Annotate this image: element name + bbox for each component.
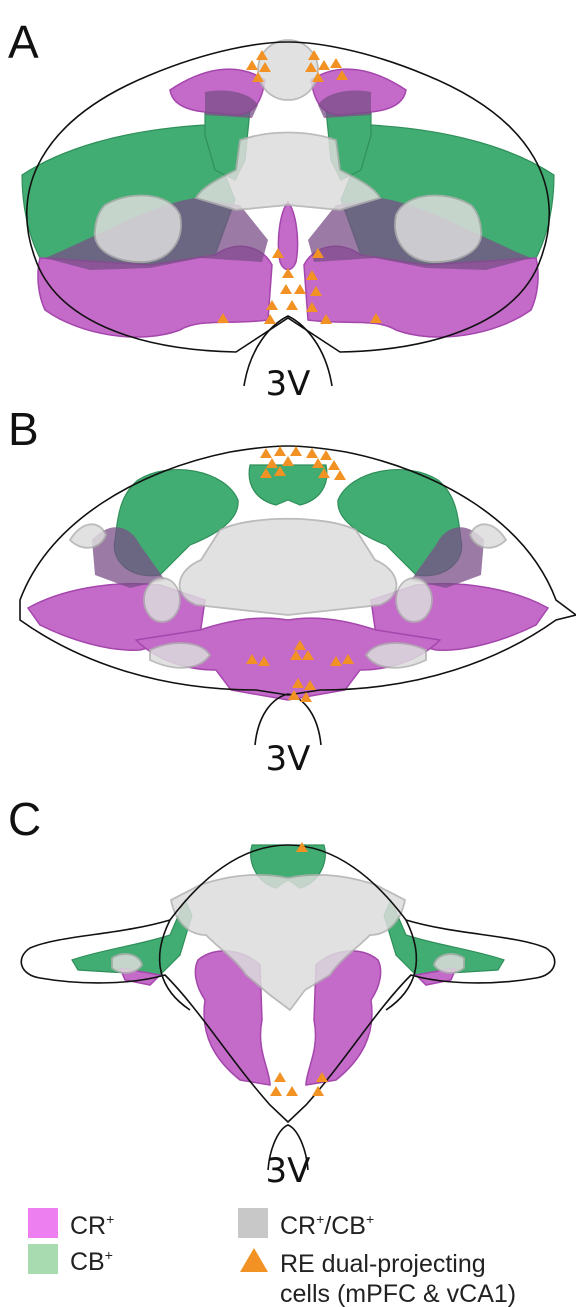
legend-cb: CB+ <box>28 1244 113 1276</box>
legend-cr-text: CR+ <box>70 1211 114 1240</box>
legend-cb-swatch <box>28 1244 58 1274</box>
legend-re-line2: cells (mPFC & vCA1) <box>280 1280 516 1307</box>
legend-cr-swatch <box>28 1208 58 1238</box>
panel-a: A <box>8 16 554 404</box>
panel-c: C 3V <box>8 793 555 1191</box>
legend-re: RE dual-projecting cells (mPFC & vCA1) <box>240 1248 516 1307</box>
panel-c-letter: C <box>8 793 41 845</box>
panel-a-letter: A <box>8 16 39 68</box>
legend: CR+ CB+ CR+/CB+ RE dual-projecting cells… <box>28 1208 516 1307</box>
legend-crcb-swatch <box>238 1208 268 1238</box>
legend-cr: CR+ <box>28 1208 114 1240</box>
legend-re-triangle-icon <box>240 1248 268 1272</box>
panel-b: B 3V <box>8 403 576 779</box>
legend-crcb: CR+/CB+ <box>238 1208 374 1240</box>
panel-a-3v-label: 3V <box>266 364 311 404</box>
panel-b-letter: B <box>8 403 39 455</box>
legend-crcb-text: CR+/CB+ <box>280 1211 374 1240</box>
legend-re-line1: RE dual-projecting <box>280 1250 486 1278</box>
panel-c-3v-label: 3V <box>266 1151 311 1191</box>
panel-b-3v-label: 3V <box>266 739 311 779</box>
legend-cb-text: CB+ <box>70 1247 113 1276</box>
